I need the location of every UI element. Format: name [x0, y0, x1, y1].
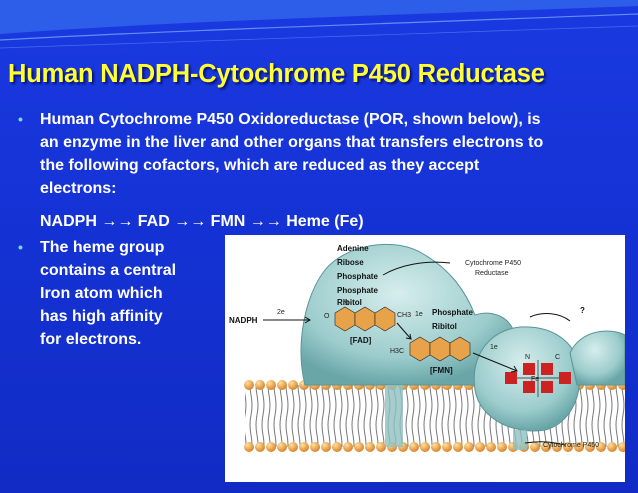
label-o-1: O: [324, 313, 330, 320]
label-ribose: Ribose: [337, 258, 364, 267]
label-fad: [FAD]: [350, 336, 372, 345]
label-ch3-1: CH3: [397, 312, 411, 319]
heme-group: [505, 360, 571, 397]
label-n-heme: N: [525, 354, 530, 361]
slide-title: Human NADPH-Cytochrome P450 Reductase: [8, 60, 545, 88]
label-ribitol-1: Ribitol: [337, 298, 362, 307]
label-phosphate-3: Phosphate: [432, 308, 473, 317]
bullet-dot-1: •: [18, 111, 23, 127]
fad-rings: [334, 306, 396, 332]
fmn-rings: [409, 336, 471, 362]
label-nadph: NADPH: [229, 316, 258, 325]
header-swoosh: [0, 0, 638, 49]
label-phosphate-2: Phosphate: [337, 286, 378, 295]
bullet-dot-2: •: [18, 239, 23, 255]
label-fmn: [FMN]: [430, 366, 453, 375]
label-question: ?: [580, 306, 585, 315]
label-reductase-2: Reductase: [475, 270, 509, 277]
label-phosphate-1: Phosphate: [337, 272, 378, 281]
label-p450: Cytochrome P450: [543, 442, 599, 449]
label-fe: Fe: [531, 376, 539, 383]
label-ribitol-2: Ribitol: [432, 322, 457, 331]
label-2e: 2e: [277, 309, 285, 316]
bullet-1-text: Human Cytochrome P450 Oxidoreductase (PO…: [40, 111, 544, 197]
bullet-2-text: The heme group contains a central Iron a…: [40, 239, 177, 348]
label-n-1: N: [343, 300, 348, 307]
label-reductase-1: Cytochrome P450: [465, 260, 521, 267]
p450-anchor: [513, 430, 527, 450]
anchor-helix: [385, 385, 403, 447]
label-h3c-1: H3C: [390, 348, 404, 355]
por-diagram-svg: Adenine Ribose Phosphate Phosphate Ribit…: [229, 243, 625, 452]
electron-arrows: [263, 261, 571, 446]
label-1e-b: 1e: [490, 344, 498, 351]
por-diagram: Adenine Ribose Phosphate Phosphate Ribit…: [225, 235, 625, 482]
label-adenine: Adenine: [337, 244, 369, 253]
label-c-heme: C: [555, 354, 560, 361]
cofactor-chain: NADPH →→ FAD →→ FMN →→ Heme (Fe): [40, 213, 364, 230]
label-1e-a: 1e: [415, 311, 423, 318]
neighbor-protein: [569, 330, 625, 386]
